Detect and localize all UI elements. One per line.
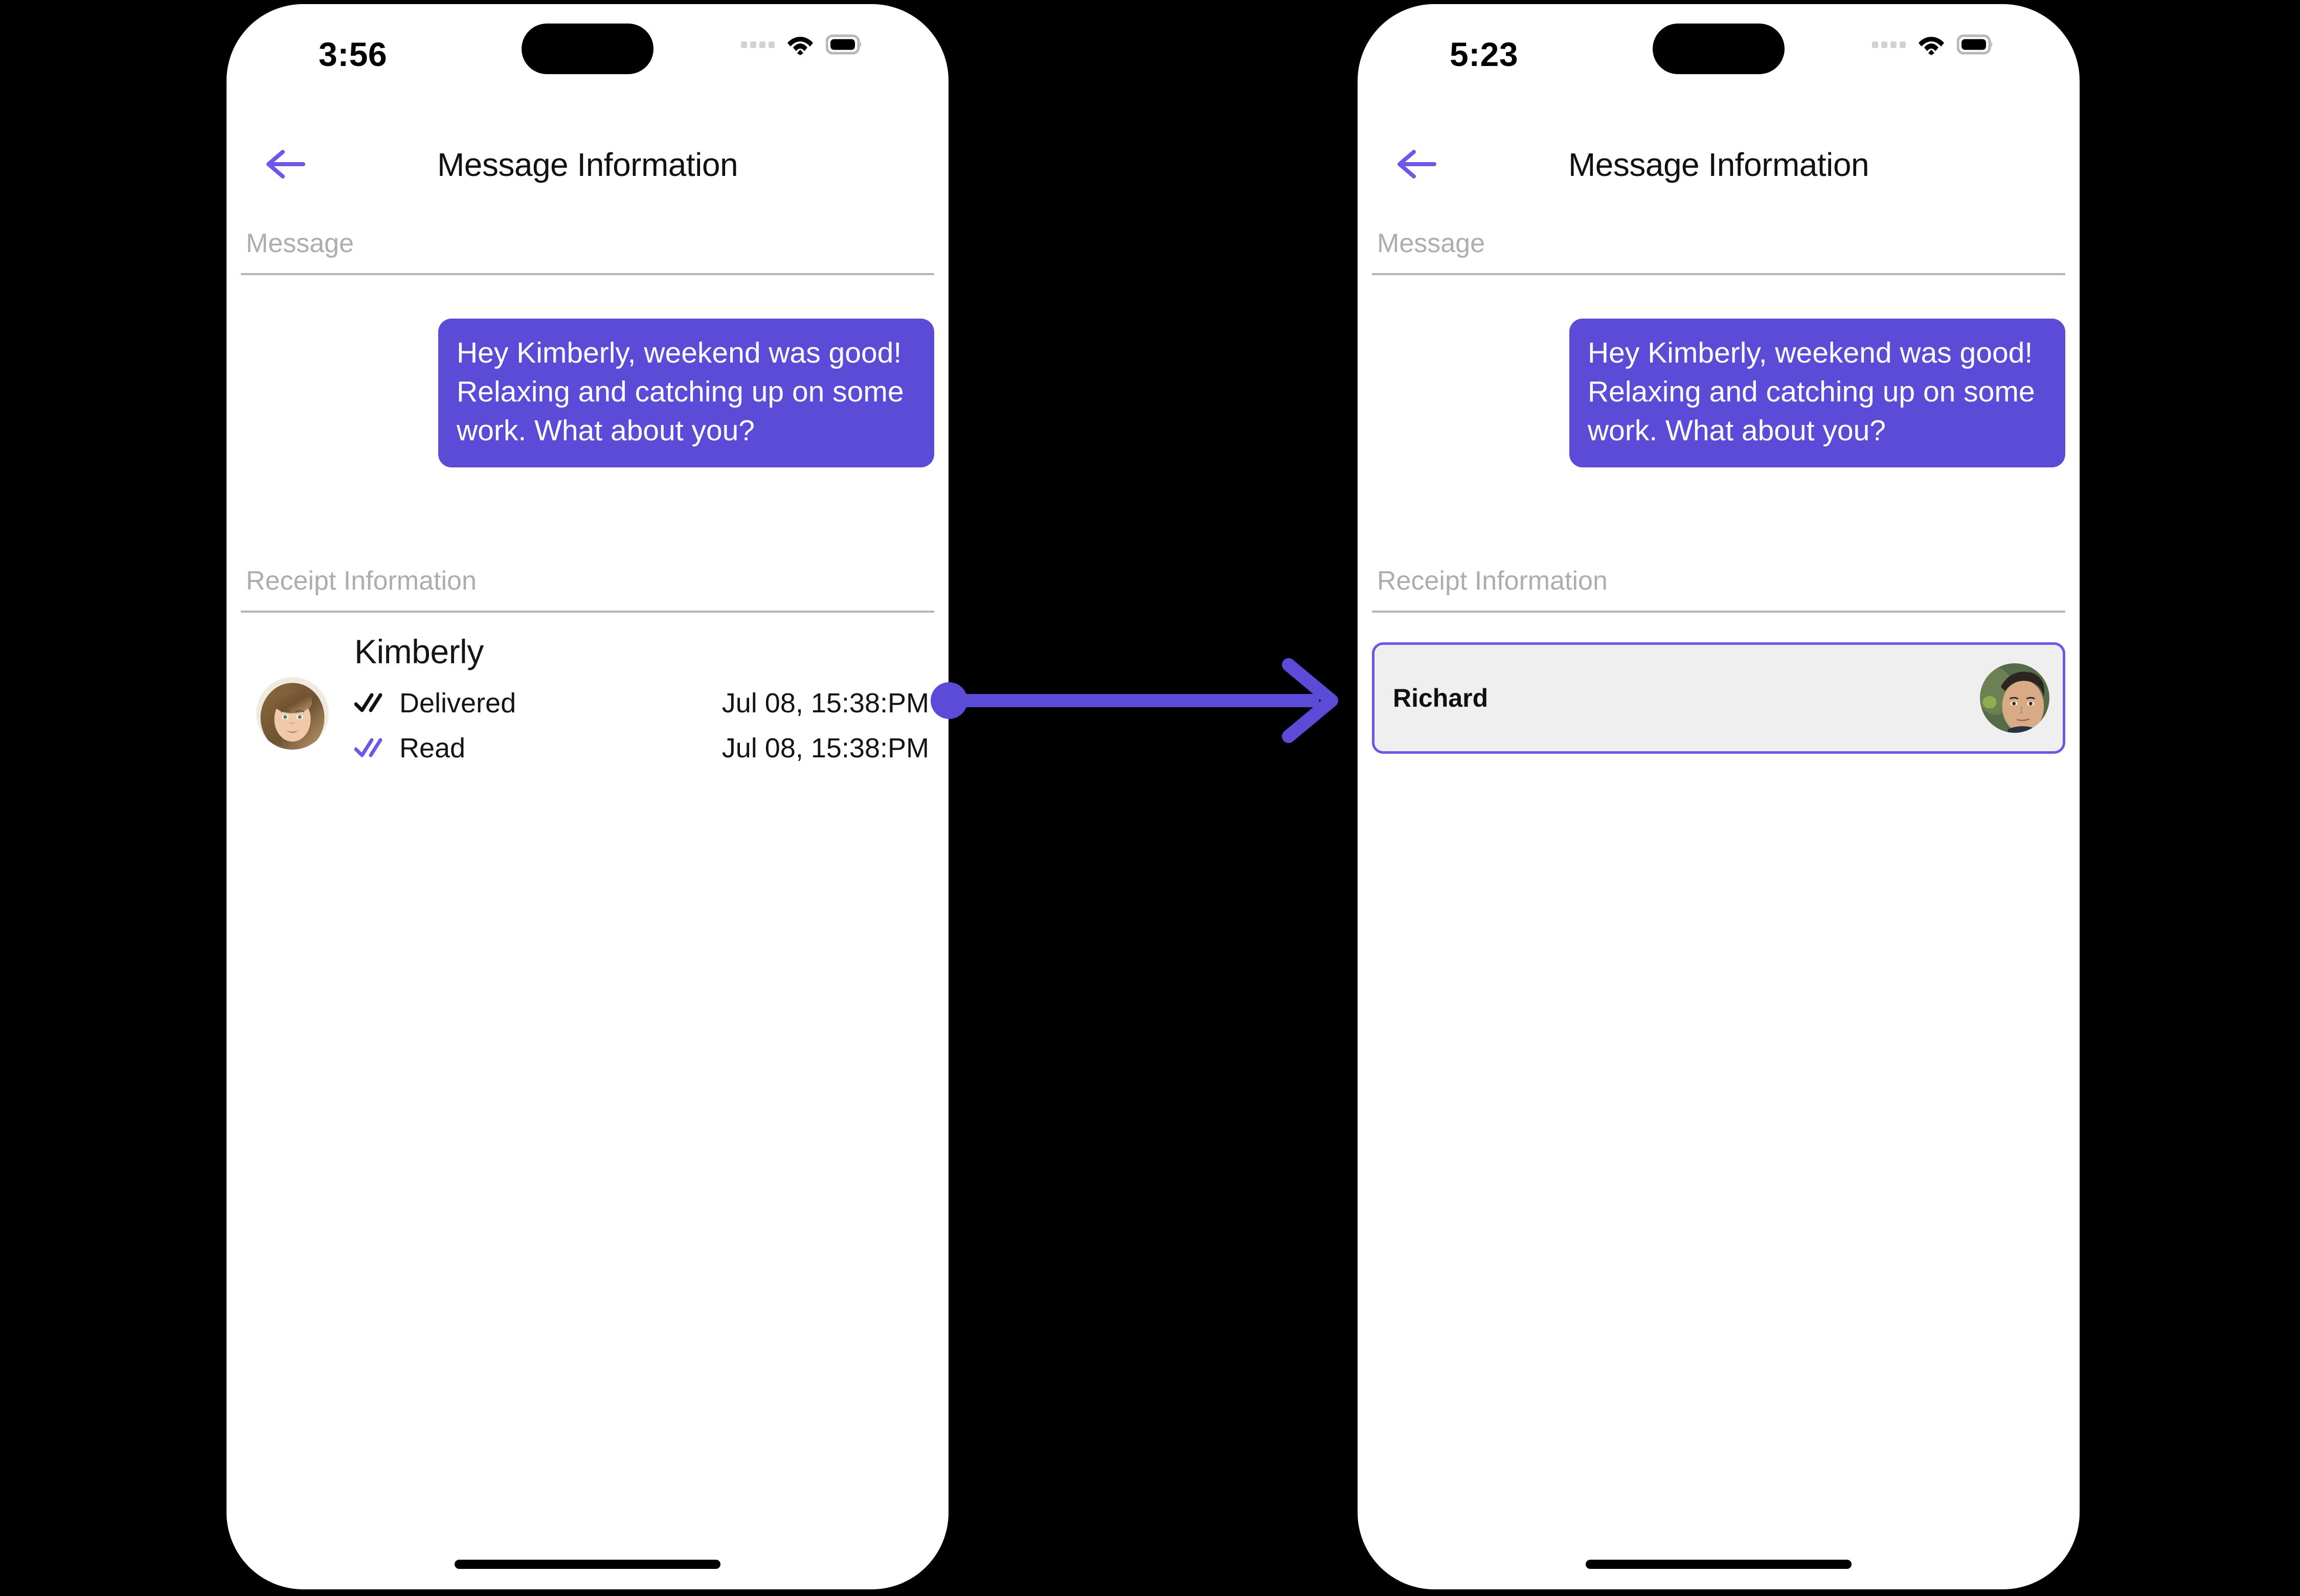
- receipt-timestamp: Jul 08, 15:38:PM: [721, 733, 929, 763]
- divider: [1372, 273, 2065, 275]
- status-icons: [741, 34, 863, 55]
- receipt-contact-name: Richard: [1393, 684, 1489, 712]
- battery-full-icon: [826, 34, 863, 55]
- back-arrow-icon[interactable]: [1392, 146, 1437, 183]
- divider: [1372, 611, 2065, 613]
- receipt-status-label: Read: [399, 733, 466, 763]
- section-label-message: Message: [246, 229, 354, 258]
- page-title: Message Information: [437, 146, 738, 183]
- receipt-status-label: Delivered: [399, 688, 516, 718]
- nav-bar-left: Message Information: [227, 134, 949, 201]
- avatar-richard: [1980, 663, 2049, 733]
- status-bar-right: 5:23: [1358, 4, 2080, 101]
- back-arrow-icon[interactable]: [261, 146, 306, 183]
- avatar-kimberly: [256, 677, 329, 750]
- home-indicator[interactable]: [455, 1560, 720, 1569]
- wifi-icon: [1917, 34, 1946, 55]
- page-title: Message Information: [1568, 146, 1869, 183]
- receipt-status-rows: Delivered Jul 08, 15:38:PM Read Jul 08, …: [354, 681, 929, 771]
- message-bubble-row: Hey Kimberly, weekend was good! Relaxing…: [241, 319, 934, 468]
- receipt-timestamp: Jul 08, 15:38:PM: [721, 688, 929, 718]
- message-section-header: Message: [1372, 228, 2065, 275]
- arrow-right-icon: [931, 658, 1338, 743]
- dynamic-island: [522, 24, 653, 74]
- receipt-row-delivered[interactable]: Delivered Jul 08, 15:38:PM: [354, 681, 929, 726]
- battery-full-icon: [1957, 34, 1994, 55]
- phone-screen-right: 5:23: [1358, 4, 2080, 1589]
- message-bubble[interactable]: Hey Kimberly, weekend was good! Relaxing…: [1569, 319, 2065, 468]
- double-check-icon: [354, 736, 386, 761]
- receipt-contact-card-richard[interactable]: Richard: [1372, 642, 2065, 754]
- divider: [241, 611, 934, 613]
- cellular-dots-icon: [741, 41, 775, 48]
- receipt-section-header: Receipt Information: [241, 566, 934, 613]
- wifi-icon: [786, 34, 815, 55]
- double-check-icon: [354, 691, 386, 716]
- status-icons: [1872, 34, 1994, 55]
- nav-bar-right: Message Information: [1358, 134, 2080, 201]
- divider: [241, 273, 934, 275]
- receipt-section-header: Receipt Information: [1372, 566, 2065, 613]
- section-label-receipt-information: Receipt Information: [246, 566, 477, 596]
- status-time: 3:56: [319, 35, 388, 73]
- home-indicator[interactable]: [1586, 1560, 1852, 1569]
- receipt-contact-name: Kimberly: [354, 633, 484, 670]
- message-bubble[interactable]: Hey Kimberly, weekend was good! Relaxing…: [438, 319, 934, 468]
- message-bubble-row: Hey Kimberly, weekend was good! Relaxing…: [1372, 319, 2065, 468]
- section-label-receipt-information: Receipt Information: [1377, 566, 1608, 596]
- status-time: 5:23: [1450, 35, 1519, 73]
- receipt-row-read[interactable]: Read Jul 08, 15:38:PM: [354, 726, 929, 771]
- message-section-header: Message: [241, 228, 934, 275]
- cellular-dots-icon: [1872, 41, 1906, 48]
- section-label-message: Message: [1377, 229, 1485, 258]
- dynamic-island: [1653, 24, 1785, 74]
- phone-screen-left: 3:56: [227, 4, 949, 1589]
- status-bar-left: 3:56: [227, 4, 949, 101]
